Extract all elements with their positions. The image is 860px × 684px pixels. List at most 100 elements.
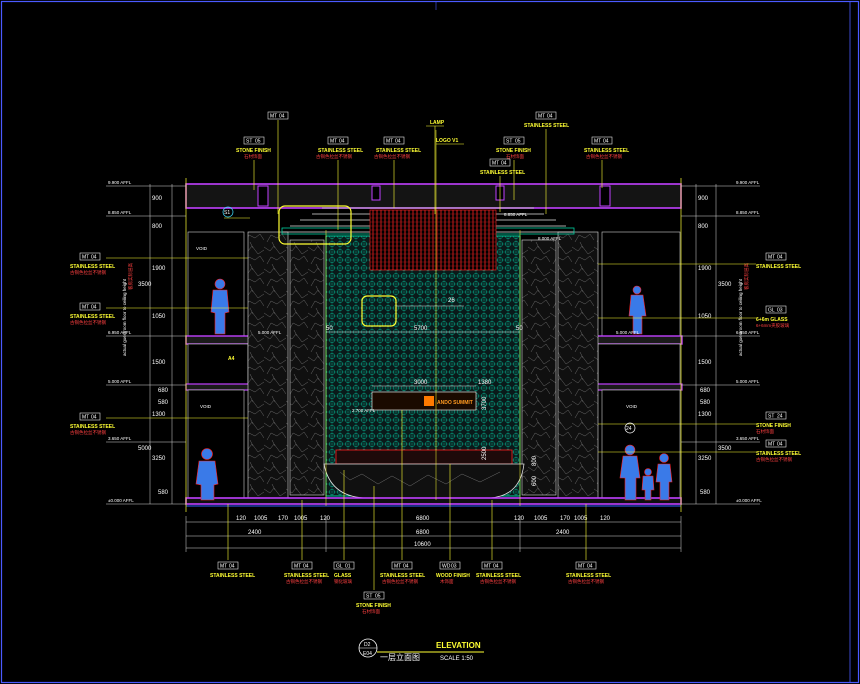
svg-text:680: 680 [158, 388, 169, 394]
svg-text:STAINLESS STEEL: STAINLESS STEEL [380, 573, 425, 579]
bottom-dimensions: 120 1005 170 1005 120 6800 120 1005 170 … [185, 516, 682, 552]
svg-text:1050: 1050 [698, 314, 712, 320]
drawing-title-en: ELEVATION [436, 641, 481, 650]
reception-bowl [323, 463, 525, 499]
vertical-note: 客房实际层高 [743, 263, 750, 290]
svg-text:GL: GL [336, 564, 343, 570]
svg-text:120: 120 [236, 516, 247, 522]
level-marker: 5.000 AFFL [681, 379, 760, 386]
svg-text:05: 05 [515, 139, 521, 145]
building-elevation: ANDO SUMMIT [185, 130, 683, 512]
svg-text:ST: ST [366, 594, 372, 600]
svg-text:ST: ST [768, 414, 774, 420]
svg-text:580: 580 [158, 400, 169, 406]
callout-s1 [222, 206, 234, 218]
svg-text:STAINLESS STEEL: STAINLESS STEEL [70, 264, 115, 270]
svg-text:3.650 AFFL: 3.650 AFFL [736, 436, 760, 441]
sign-text: ANDO SUMMIT [437, 400, 473, 406]
vertical-note: 客房实际层高 [127, 263, 134, 290]
level-marker: 3.650 AFFL [106, 436, 186, 443]
svg-text:GLASS: GLASS [334, 573, 352, 579]
lamp-highlight-box [278, 205, 352, 245]
svg-text:04: 04 [587, 564, 593, 570]
callout-26: 26 [448, 298, 455, 304]
level-marker: 5.000 AFFL [106, 379, 186, 386]
material-tag: MT 04 STAINLESS STEEL 古铜色拉丝不锈钢 [70, 252, 248, 276]
material-tag: ST 05 STONE FINISH 石材饰面 [356, 486, 391, 615]
void-label: VOID [626, 404, 638, 409]
level-marker: 3.650 AFFL [681, 436, 760, 443]
svg-text:6+6mm夹胶玻璃: 6+6mm夹胶玻璃 [756, 322, 790, 329]
svg-text:MT: MT [294, 564, 301, 570]
person-figure [619, 444, 641, 501]
svg-text:±0.000 AFFL: ±0.000 AFFL [108, 498, 134, 503]
svg-text:1300: 1300 [152, 412, 166, 418]
svg-text:MT: MT [82, 415, 89, 421]
svg-text:STAINLESS STEEL: STAINLESS STEEL [376, 148, 421, 154]
svg-text:古铜色拉丝不锈钢: 古铜色拉丝不锈钢 [70, 319, 106, 326]
lamp-label: LAMP [430, 120, 445, 126]
material-tag: MT 04 STAINLESS STEEL 古铜色拉丝不锈钢 [598, 439, 801, 463]
svg-text:ST: ST [246, 139, 252, 145]
material-tag: MT 04 STAINLESS STEEL [524, 111, 569, 214]
svg-text:1500: 1500 [698, 360, 712, 366]
svg-text:MT: MT [578, 564, 585, 570]
material-tag: ST 05 STONE FINISH 石材饰面 [496, 136, 531, 200]
red-chandelier [369, 209, 497, 271]
svg-text:04: 04 [403, 564, 409, 570]
svg-text:5.000 AFFL: 5.000 AFFL [108, 379, 132, 384]
svg-text:MT: MT [768, 442, 775, 448]
svg-text:1300: 1300 [698, 412, 712, 418]
material-tag: MT 04 STAINLESS STEEL 古铜色拉丝不锈钢 [374, 136, 421, 208]
svg-text:STAINLESS STEEL: STAINLESS STEEL [480, 170, 525, 176]
level-marker: 2.700 AFFL [352, 408, 376, 413]
svg-text:STONE FINISH: STONE FINISH [236, 148, 271, 154]
svg-text:8.850 AFFL: 8.850 AFFL [736, 210, 760, 215]
vertical-note: actual guestroom floor to ceiling height [122, 278, 127, 356]
level-marker: 6.950 AFFL [681, 330, 760, 337]
svg-text:古铜色拉丝不锈钢: 古铜色拉丝不锈钢 [70, 269, 106, 276]
bottom-material-tags: MT 04 STAINLESS STEEL MT 04 STAINLESS ST… [210, 410, 611, 615]
material-tag: MT 04 STAINLESS STEEL [480, 158, 525, 212]
svg-text:9.900 AFFL: 9.900 AFFL [108, 180, 132, 185]
svg-text:170: 170 [278, 516, 289, 522]
material-tag: MT 04 STAINLESS STEEL 古铜色拉丝不锈钢 [70, 302, 248, 326]
svg-text:1005: 1005 [294, 516, 308, 522]
material-tag: MT 04 [267, 111, 289, 214]
svg-text:3000: 3000 [414, 380, 428, 386]
svg-text:3700: 3700 [482, 396, 488, 410]
logo-highlight-box [361, 295, 397, 327]
sheet-number: D2 [364, 642, 371, 648]
void-label: VOID [200, 404, 212, 409]
material-tag: MT 04 STAINLESS STEEL 古铜色拉丝不锈钢 [70, 412, 248, 436]
sheet-reference: E04 [363, 651, 372, 657]
void-label: VOID [196, 246, 208, 251]
left-marble-inner [289, 239, 325, 496]
sign-logo [424, 396, 434, 406]
material-tag: ST 24 STONE FINISH 石材饰面 [598, 411, 791, 435]
svg-text:STAINLESS STEEL: STAINLESS STEEL [476, 573, 521, 579]
right-marble-inner [521, 239, 557, 496]
svg-text:04: 04 [777, 442, 783, 448]
callout-24 [624, 422, 636, 434]
svg-text:MT: MT [492, 161, 499, 167]
level-marker: 5.000 AFFL [258, 330, 282, 335]
svg-text:6.950 AFFL: 6.950 AFFL [736, 330, 760, 335]
svg-text:04: 04 [229, 564, 235, 570]
svg-text:580: 580 [700, 400, 711, 406]
svg-text:04: 04 [777, 255, 783, 261]
left-side-tags: MT 04 STAINLESS STEEL 古铜色拉丝不锈钢 MT 04 STA… [70, 252, 248, 436]
svg-text:600: 600 [532, 475, 538, 486]
bowl-texture [339, 471, 501, 487]
svg-text:3500: 3500 [718, 446, 732, 452]
svg-text:石材饰面: 石材饰面 [362, 608, 380, 615]
svg-text:MT: MT [394, 564, 401, 570]
svg-text:120: 120 [320, 516, 331, 522]
svg-text:04: 04 [91, 255, 97, 261]
svg-text:900: 900 [152, 196, 163, 202]
svg-text:8.850 AFFL: 8.850 AFFL [108, 210, 132, 215]
ceiling-beam [371, 185, 381, 201]
svg-text:MT: MT [220, 564, 227, 570]
svg-text:5000: 5000 [138, 446, 152, 452]
svg-text:3.650 AFFL: 3.650 AFFL [108, 436, 132, 441]
